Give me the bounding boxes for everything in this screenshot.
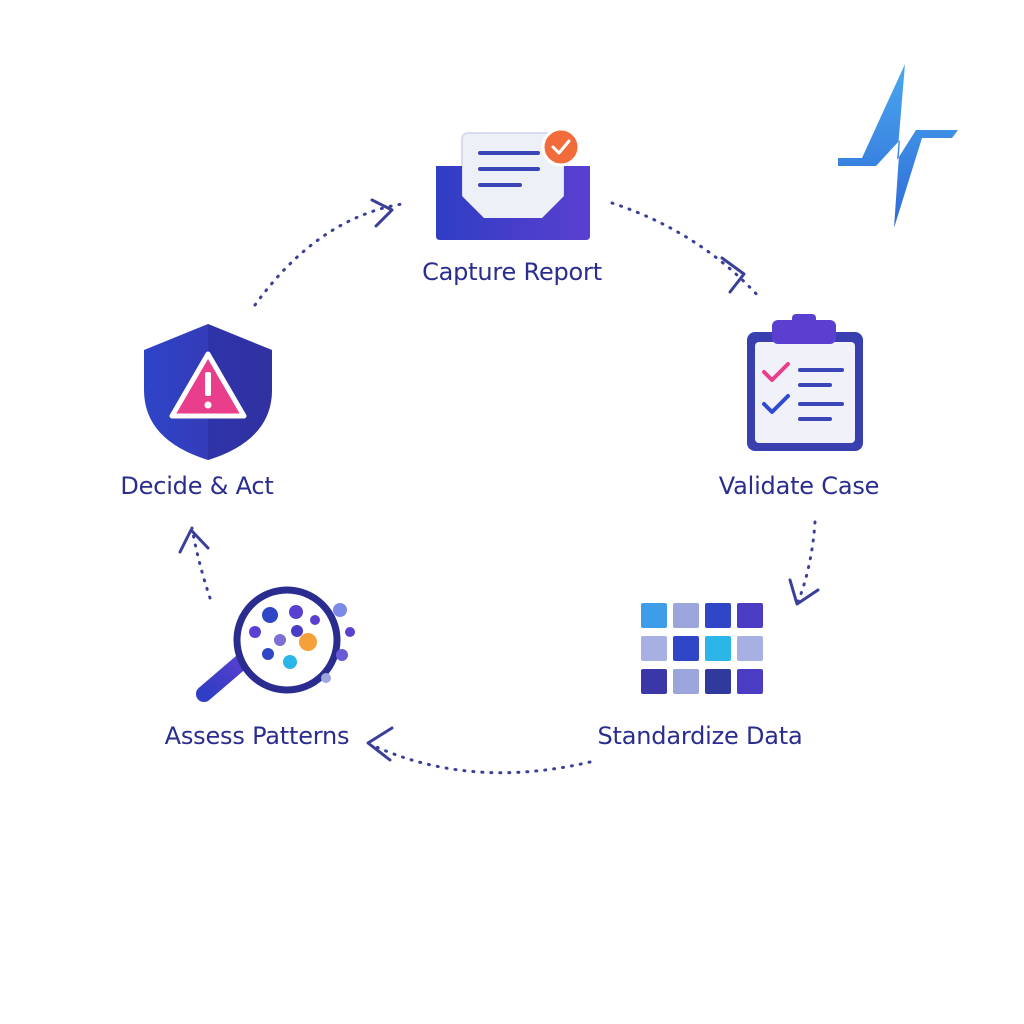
arrow-decide-to-capture — [253, 202, 404, 307]
zigzag-logo-icon — [838, 64, 958, 228]
clipboard-checklist-icon — [747, 314, 863, 451]
arrow-heads — [178, 198, 820, 762]
arrow-standardize-to-assess — [370, 743, 592, 775]
inbox-report-icon — [436, 127, 590, 240]
step-label-validate: Validate Case — [718, 472, 880, 500]
arrow-validate-to-standardize — [796, 520, 817, 604]
step-label-capture: Capture Report — [422, 258, 602, 286]
arrow-capture-to-validate — [610, 201, 762, 300]
data-grid-icon — [641, 603, 763, 694]
arrowhead-assess — [366, 726, 394, 762]
shield-alert-icon — [144, 324, 272, 460]
arrowhead-validate — [720, 256, 746, 294]
arrow-assess-to-decide — [190, 526, 212, 600]
magnifier-dots-icon — [196, 586, 355, 702]
arrowhead-decide — [178, 528, 210, 554]
arrowhead-capture — [370, 198, 394, 228]
step-label-assess: Assess Patterns — [164, 722, 350, 750]
step-label-standardize: Standardize Data — [597, 722, 803, 750]
step-label-decide: Decide & Act — [120, 472, 274, 500]
cycle-arrows — [190, 201, 817, 775]
arrowhead-standardize — [788, 578, 820, 606]
